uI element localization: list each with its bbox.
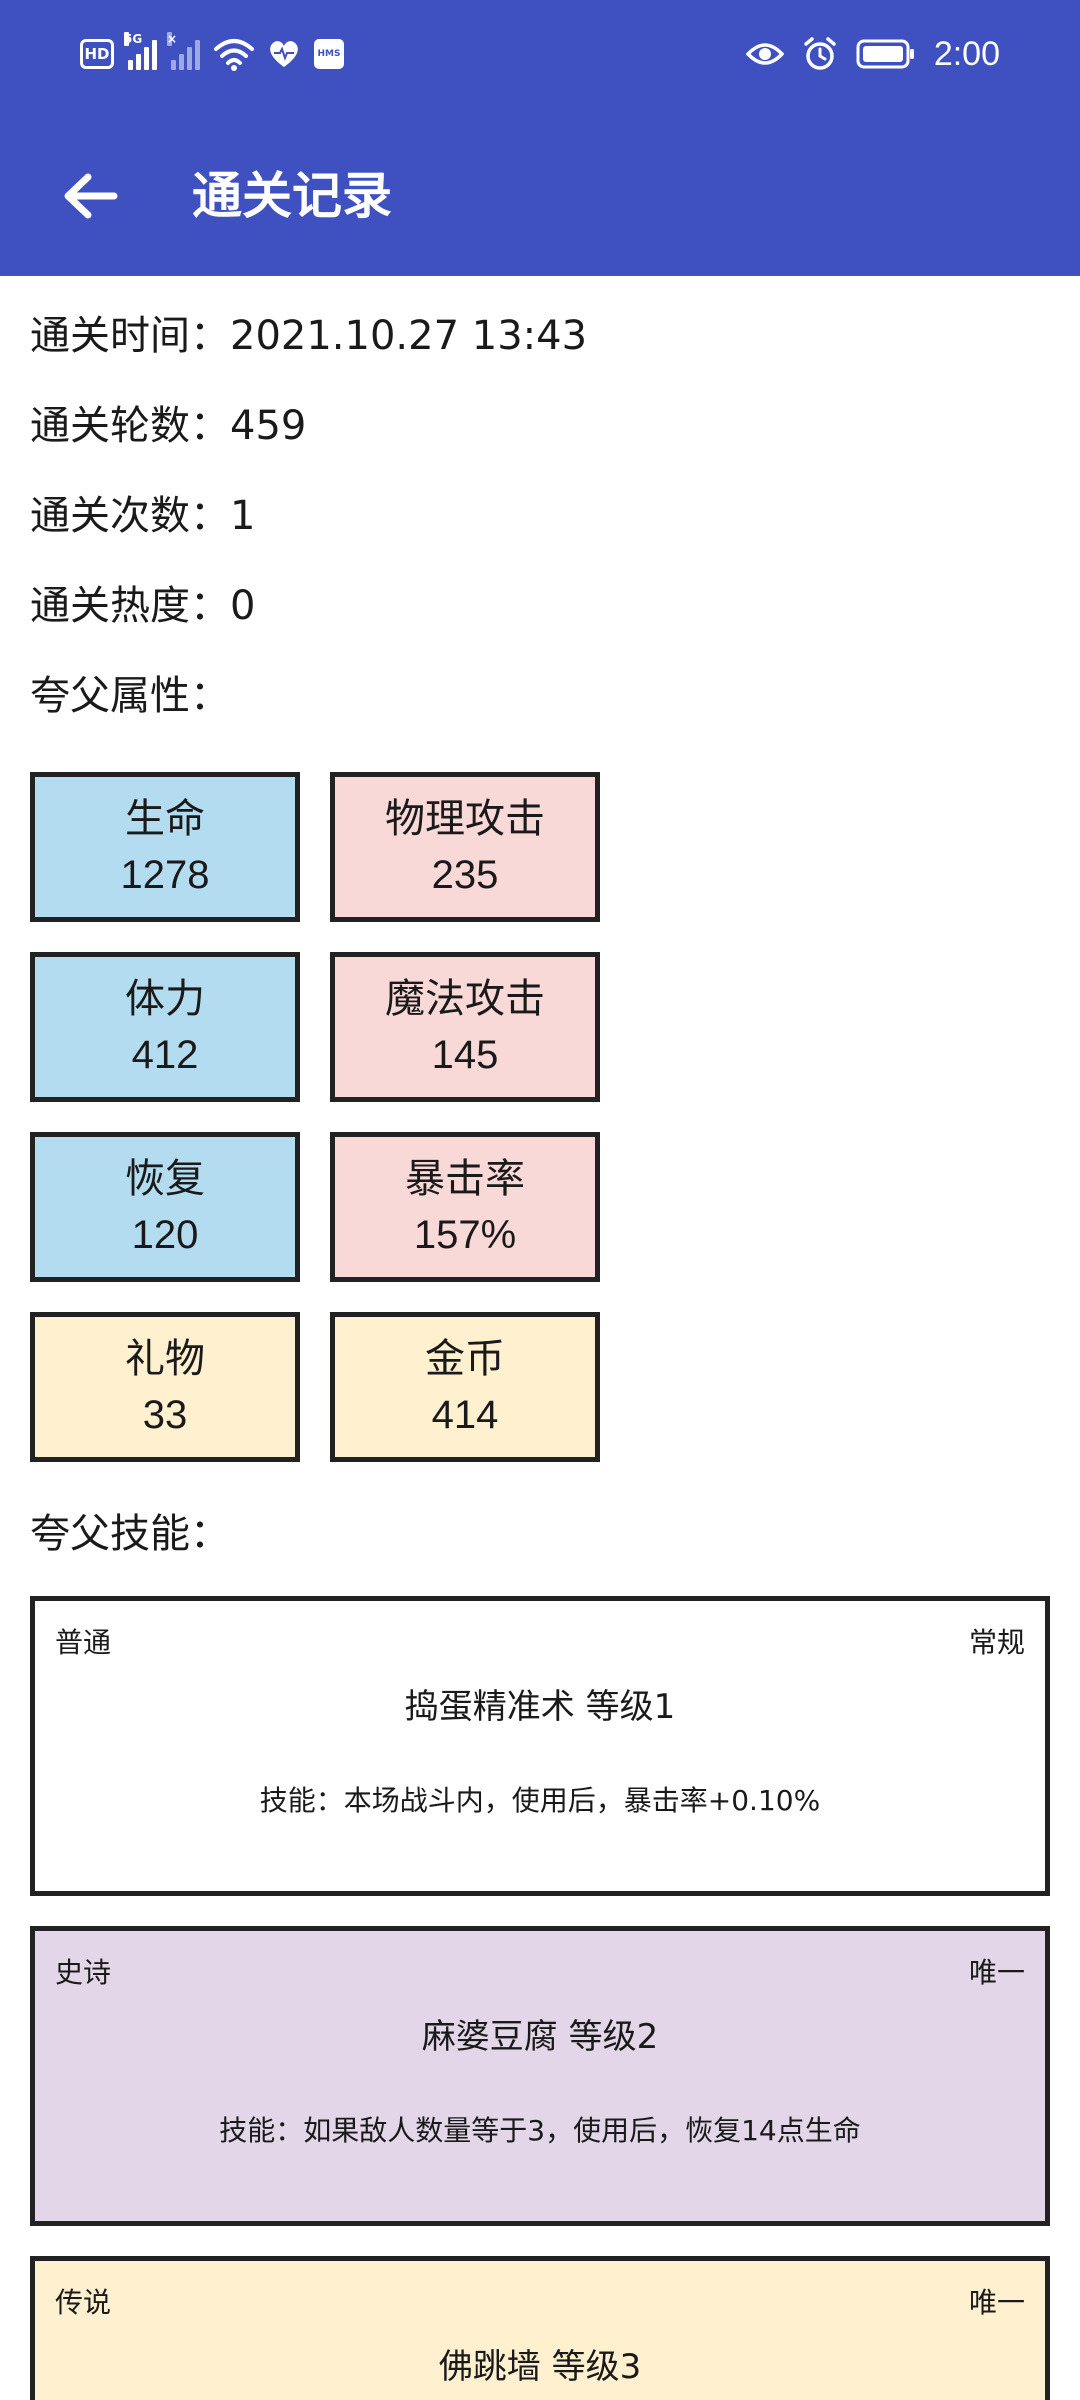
skill-description: 技能：如果敌人数量等于3，使用后，恢复14点生命 (219, 2114, 861, 2147)
skill-kind: 唯一 (968, 2286, 1025, 2319)
info-row-clear-time: 通关时间：2021.10.27 13:43 (30, 308, 587, 364)
stat-tile-health: 生命 1278 (30, 772, 300, 922)
info-row-clear-heat: 通关热度：0 (30, 578, 255, 634)
stat-value: 120 (131, 1213, 199, 1257)
stat-tile-magic-attack: 魔法攻击 145 (330, 952, 600, 1102)
stat-value: 157% (413, 1213, 517, 1257)
stat-label: 魔法攻击 (385, 976, 545, 1022)
hms-icon: HMS (314, 39, 344, 69)
battery-icon (856, 39, 914, 69)
stat-tile-stamina: 体力 412 (30, 952, 300, 1102)
skill-name: 佛跳墙 等级3 (438, 2347, 642, 2387)
stat-label: 礼物 (125, 1336, 205, 1382)
stat-label: 生命 (125, 796, 205, 842)
skill-name: 麻婆豆腐 等级2 (421, 2017, 659, 2057)
info-row-clear-rounds: 通关轮数：459 (30, 398, 306, 454)
stat-value: 145 (431, 1033, 499, 1077)
heart-health-icon (270, 41, 298, 67)
stat-label: 金币 (425, 1336, 505, 1382)
stat-value: 412 (131, 1033, 199, 1077)
stat-label: 体力 (125, 976, 205, 1022)
arrow-left-icon (64, 173, 118, 219)
skill-rarity: 传说 (55, 2286, 112, 2319)
status-time: 2:00 (933, 34, 1000, 73)
info-label: 通关次数： (30, 493, 230, 539)
signal-x-icon: × (167, 32, 200, 70)
stat-tile-physical-attack: 物理攻击 235 (330, 772, 600, 922)
skill-name: 捣蛋精准术 等级1 (404, 1687, 676, 1727)
skill-card: 传说 唯一 佛跳墙 等级3 (30, 2256, 1050, 2400)
alarm-icon (804, 37, 836, 70)
skill-card: 史诗 唯一 麻婆豆腐 等级2 技能：如果敌人数量等于3，使用后，恢复14点生命 (30, 1926, 1050, 2226)
status-bar-left: HD 5G × HMS (80, 32, 344, 76)
skill-kind: 常规 (968, 1626, 1025, 1659)
skill-card: 普通 常规 捣蛋精准术 等级1 技能：本场战斗内，使用后，暴击率+0.10% (30, 1596, 1050, 1896)
status-bar: HD 5G × HMS (0, 0, 1080, 110)
app-bar: HD 5G × HMS (0, 0, 1080, 276)
status-bar-right: 2:00 (745, 32, 1000, 76)
info-label: 通关轮数： (30, 403, 230, 449)
skill-description: 技能：本场战斗内，使用后，暴击率+0.10% (259, 1784, 821, 1817)
skill-rarity: 史诗 (55, 1956, 112, 1989)
signal-5g-icon: 5G (124, 32, 157, 70)
skill-kind: 唯一 (968, 1956, 1025, 1989)
info-row-clear-count: 通关次数：1 (30, 488, 255, 544)
stat-label: 暴击率 (405, 1156, 525, 1202)
back-button[interactable] (52, 158, 128, 234)
skills-title: 夸父技能： (30, 1511, 230, 1557)
stat-tile-gifts: 礼物 33 (30, 1312, 300, 1462)
info-label: 通关时间： (30, 313, 230, 359)
stat-tile-gold: 金币 414 (330, 1312, 600, 1462)
attributes-title: 夸父属性： (30, 673, 230, 719)
skill-rarity: 普通 (55, 1626, 112, 1659)
stat-label: 物理攻击 (385, 796, 545, 842)
stat-value: 414 (431, 1393, 499, 1437)
signal-5g-label: 5G (124, 32, 143, 46)
signal-x-label: × (167, 32, 178, 46)
stat-value: 235 (431, 853, 499, 897)
eye-icon (745, 43, 784, 65)
page-title: 通关记录 (192, 167, 392, 225)
info-label: 通关热度： (30, 583, 230, 629)
wifi-icon (214, 39, 254, 71)
info-value: 2021.10.27 13:43 (230, 313, 588, 359)
info-value: 1 (230, 493, 256, 539)
info-value: 459 (230, 403, 307, 449)
stat-value: 33 (142, 1393, 188, 1437)
stat-tile-recovery: 恢复 120 (30, 1132, 300, 1282)
stat-label: 恢复 (125, 1156, 205, 1202)
hd-icon: HD (80, 39, 114, 69)
info-value: 0 (230, 583, 256, 629)
stat-tile-crit-rate: 暴击率 157% (330, 1132, 600, 1282)
stat-value: 1278 (120, 853, 210, 897)
